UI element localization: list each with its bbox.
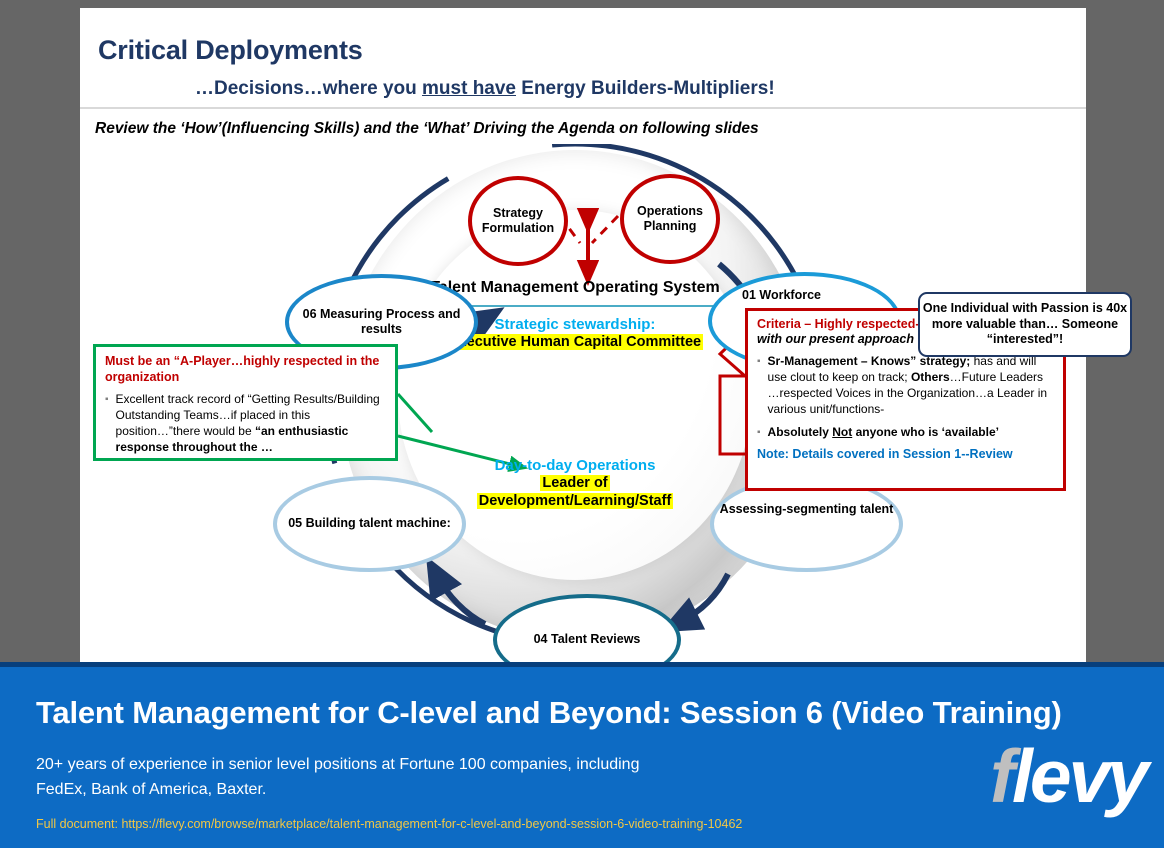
callout-red-b2-2: anyone who is ‘available’ <box>852 424 999 439</box>
callout-red-b1-plain-1: has and will use clout to keep on track; <box>767 354 1037 384</box>
callout-green-bullet-plain: Excellent track record of “Getting Resul… <box>115 392 380 439</box>
subtitle-part-2: Energy Builders-Multipliers! <box>516 78 775 99</box>
page-subtitle: …Decisions…where you must have Energy Bu… <box>195 78 775 100</box>
slide-card: Critical Deployments …Decisions…where yo… <box>80 8 1132 686</box>
diagram-stage: Talent Management Operating System Strat… <box>80 144 1132 686</box>
node-05-building-label: 05 Building talent machine: <box>288 516 451 531</box>
callout-green-bullet-text: Excellent track record of “Getting Resul… <box>116 392 386 456</box>
flevy-logo-f: f <box>990 734 1015 818</box>
callout-red-b2-1: Absolutely <box>767 424 833 439</box>
banner-title: Talent Management for C-level and Beyond… <box>36 695 1062 730</box>
callout-red-note: Note: Details covered in Session 1--Revi… <box>757 446 1013 461</box>
node-06-measuring-label: 06 Measuring Process and results <box>302 306 461 336</box>
callout-red-b1-bold-1: Sr-Management – Knows” strategy; <box>767 354 971 368</box>
strategic-stewardship-value: Executive Human Capital Committee <box>446 333 704 350</box>
callout-red-b1-plain-2: …Future Leaders …respected Voices in the… <box>767 369 1048 416</box>
flevy-logo: flevy <box>990 739 1149 814</box>
banner-subtitle: 20+ years of experience in senior level … <box>36 753 639 803</box>
callout-green-bullet-bold: “an enthusiastic response throughout the… <box>115 424 349 455</box>
callout-green-bullet: ▪ Excellent track record of “Getting Res… <box>105 392 386 456</box>
callout-red-bullet-1-text: Sr-Management – Knows” strategy; has and… <box>768 354 1054 418</box>
banner-subtitle-line-2: FedEx, Bank of America, Baxter. <box>36 780 267 798</box>
subtitle-emphasis: must have <box>422 78 516 99</box>
callout-green-heading: Must be an “A-Player…highly respected in… <box>105 354 380 384</box>
flevy-logo-rest: levy <box>1012 734 1149 818</box>
callout-red-b2-underline: Not <box>832 424 853 439</box>
callout-red-bullet-1: ▪ Sr-Management – Knows” strategy; has a… <box>757 354 1054 418</box>
flevy-banner: Talent Management for C-level and Beyond… <box>0 662 1164 848</box>
callout-green-a-player: Must be an “A-Player…highly respected in… <box>93 344 398 461</box>
strategic-stewardship-label: Strategic stewardship: <box>494 315 656 333</box>
bullet-square-icon: ▪ <box>757 426 761 438</box>
daily-operations-value-1: Leader of <box>540 475 610 491</box>
instruction-line: Review the ‘How’(Influencing Skills) and… <box>95 120 759 137</box>
node-operations-planning[interactable]: Operations Planning <box>620 174 720 264</box>
callout-red-bullet-2-text: Absolutely Not anyone who is ‘available’ <box>768 425 999 441</box>
center-text-lower: Day-to-day Operations Leader of Developm… <box>398 457 752 510</box>
callout-passion-box: One Individual with Passion is 40x more … <box>918 292 1132 357</box>
daily-operations-value-2: Development/Learning/Staff <box>476 493 674 509</box>
node-04-talent-reviews-label: 04 Talent Reviews <box>533 632 641 647</box>
node-01-label: 01 Workforce <box>742 288 821 302</box>
callout-red-b1-bold-2: Others <box>910 369 950 384</box>
daily-operations-label: Day-to-day Operations <box>494 457 656 474</box>
center-text-upper: Talent Management Operating System Strat… <box>398 278 752 351</box>
node-strategy-formulation[interactable]: Strategy Formulation <box>468 176 568 266</box>
center-divider <box>426 304 724 307</box>
node-operations-planning-label: Operations Planning <box>637 204 703 233</box>
node-02-label: Assessing-segmenting talent <box>719 502 894 516</box>
callout-passion-text: One Individual with Passion is 40x more … <box>922 300 1128 347</box>
subtitle-part-1: …Decisions…where you <box>195 78 423 99</box>
node-strategy-formulation-label: Strategy Formulation <box>481 206 555 235</box>
bullet-square-icon: ▪ <box>757 356 761 367</box>
node-05-building[interactable]: 05 Building talent machine: <box>273 476 466 572</box>
banner-document-url[interactable]: Full document: https://flevy.com/browse/… <box>36 817 743 831</box>
slide-title-block: Critical Deployments …Decisions…where yo… <box>80 8 1086 109</box>
center-heading: Talent Management Operating System <box>430 279 720 296</box>
callout-red-bullet-2: ▪ Absolutely Not anyone who is ‘availabl… <box>757 425 1054 441</box>
callout-red-heading-bold: Criteria – Highly respected--- <box>757 317 928 331</box>
page-title: Critical Deployments <box>98 35 363 65</box>
bullet-square-icon: ▪ <box>105 394 109 406</box>
banner-subtitle-line-1: 20+ years of experience in senior level … <box>36 756 640 773</box>
